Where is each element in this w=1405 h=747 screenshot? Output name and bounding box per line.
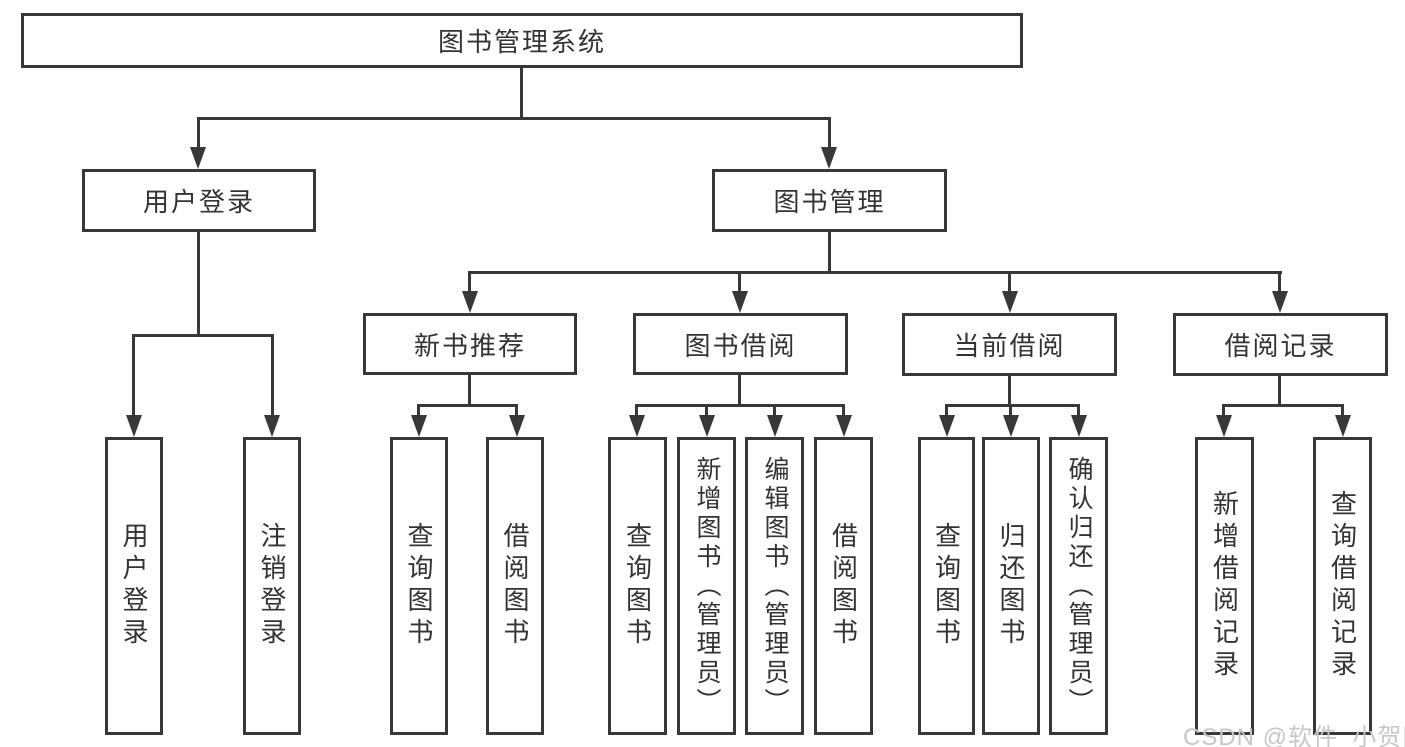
leaf-logout: 注销登录 — [243, 437, 301, 735]
connector-line — [828, 117, 831, 151]
connector-root-drop — [520, 68, 523, 120]
arrow-down-icon — [1003, 415, 1019, 437]
arrow-down-icon — [629, 415, 645, 437]
arrow-down-icon — [821, 147, 837, 169]
leaf-query-borrow-record: 查询借阅记录 — [1313, 437, 1372, 735]
connector-line — [1278, 376, 1281, 407]
connector-line — [842, 404, 845, 418]
connector-line — [705, 404, 708, 418]
connector-line — [635, 404, 638, 418]
arrow-down-icon — [732, 291, 748, 313]
connector-line — [738, 271, 741, 295]
connector-line — [417, 404, 420, 418]
leaf-borrow-books: 借阅图书 — [814, 437, 873, 735]
connector-line — [468, 271, 471, 295]
connector-level2-split — [197, 117, 831, 120]
arrow-down-icon — [1071, 415, 1087, 437]
node-new-book-recommendation: 新书推荐 — [363, 313, 577, 375]
arrow-down-icon — [411, 415, 427, 437]
arrow-down-icon — [126, 415, 142, 437]
connector-line — [197, 117, 200, 151]
leaf-query-books-recommend: 查询图书 — [390, 437, 448, 735]
connector-line — [773, 404, 776, 418]
leaf-query-books-current: 查询图书 — [918, 437, 975, 735]
connector-line — [417, 404, 518, 407]
connector-line — [738, 375, 741, 407]
connector-line — [1077, 404, 1080, 418]
node-book-borrowing: 图书借阅 — [633, 313, 848, 375]
node-current-borrowing: 当前借阅 — [902, 313, 1117, 376]
arrow-down-icon — [939, 415, 955, 437]
node-user-login: 用户登录 — [82, 169, 316, 232]
connector-line — [1278, 271, 1281, 295]
connector-line — [515, 404, 518, 418]
connector-line — [271, 334, 274, 418]
node-borrowing-records: 借阅记录 — [1173, 313, 1388, 376]
arrow-down-icon — [1002, 291, 1018, 313]
connector-line — [1222, 404, 1343, 407]
leaf-return-books: 归还图书 — [982, 437, 1040, 735]
connector-line — [468, 375, 471, 407]
arrow-down-icon — [1272, 291, 1288, 313]
connector-line — [828, 232, 831, 274]
connector-line — [197, 232, 200, 337]
connector-line — [132, 334, 135, 418]
connector-line — [1009, 404, 1012, 418]
leaf-user-login: 用户登录 — [105, 437, 163, 735]
arrow-down-icon — [836, 415, 852, 437]
connector-line — [945, 404, 948, 418]
arrow-down-icon — [190, 147, 206, 169]
connector-line — [1222, 404, 1225, 418]
node-book-management: 图书管理 — [712, 169, 947, 232]
leaf-borrow-books-recommend: 借阅图书 — [486, 437, 544, 735]
csdn-watermark: CSDN @软件_小贺同学 — [1183, 724, 1405, 747]
node-root-library-management-system: 图书管理系统 — [21, 13, 1023, 68]
leaf-confirm-return-admin: 确认归还（管理员） — [1049, 437, 1108, 735]
arrow-down-icon — [699, 415, 715, 437]
arrow-down-icon — [1335, 415, 1351, 437]
connector-line — [945, 404, 1080, 407]
arrow-down-icon — [264, 415, 280, 437]
arrow-down-icon — [462, 291, 478, 313]
leaf-add-books-admin: 新增图书（管理员） — [677, 437, 736, 735]
arrow-down-icon — [767, 415, 783, 437]
arrow-down-icon — [509, 415, 525, 437]
connector-level3-split — [468, 271, 1282, 274]
connector-line — [1008, 271, 1011, 295]
connector-line — [635, 404, 843, 407]
connector-line — [1008, 376, 1011, 407]
leaf-edit-books-admin: 编辑图书（管理员） — [745, 437, 804, 735]
connector-line — [1341, 404, 1344, 418]
connector-line — [132, 334, 274, 337]
leaf-query-books-borrow: 查询图书 — [608, 437, 667, 735]
leaf-add-borrow-record: 新增借阅记录 — [1195, 437, 1254, 735]
arrow-down-icon — [1216, 415, 1232, 437]
